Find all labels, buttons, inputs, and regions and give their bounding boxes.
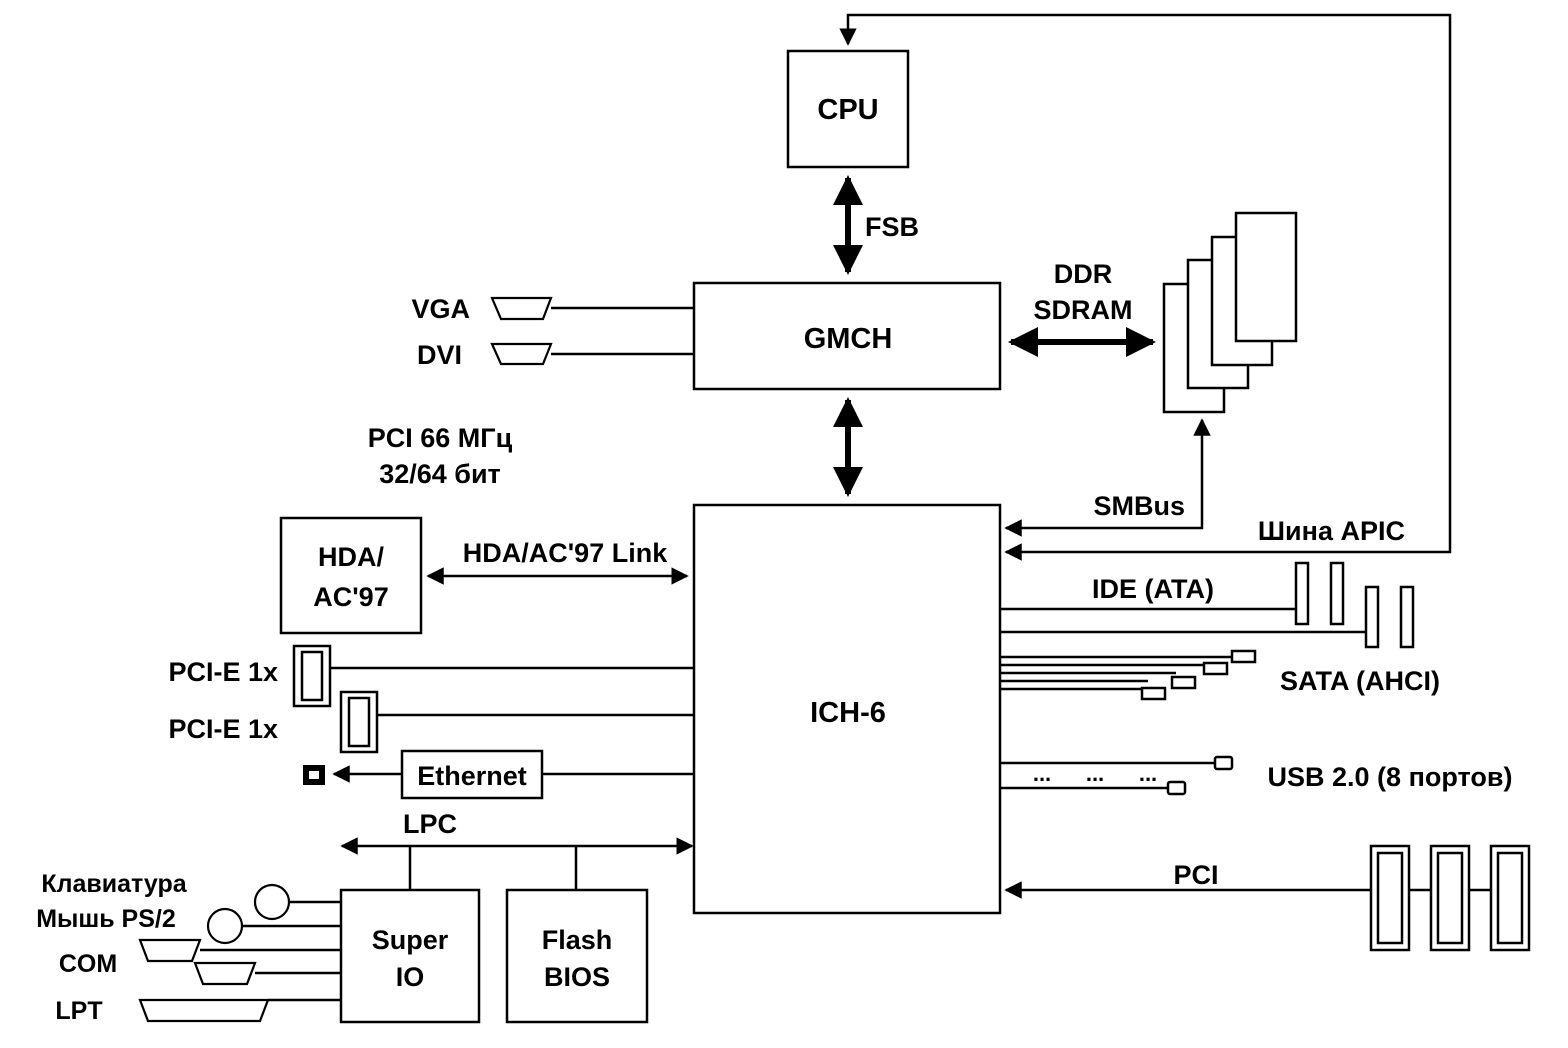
sata-connector — [1140, 686, 1167, 701]
usb-connector — [1213, 755, 1234, 771]
cpu-block: CPU — [786, 49, 910, 169]
usb-ports: ... ... ... USB 2.0 (8 портов) — [1000, 755, 1513, 796]
ethernet-block: Ethernet — [303, 749, 694, 800]
sata-connector — [1170, 675, 1197, 690]
hda-ac97-block: HDA/ AC'97 — [279, 516, 423, 635]
apic-bus: Шина APIC — [839, 13, 1452, 561]
hda-label-line2: AC'97 — [313, 582, 388, 612]
ethernet-label: Ethernet — [417, 761, 527, 791]
sata-connector — [1202, 661, 1229, 676]
fsb-label: FSB — [865, 212, 919, 242]
gmch-block: GMCH — [692, 281, 1002, 391]
vga-connector: VGA — [411, 294, 694, 324]
pcie-slot-2: PCI-E 1x — [168, 690, 694, 754]
ide-label: IDE (ATA) — [1092, 574, 1214, 604]
pcie1-label: PCI-E 1x — [168, 657, 278, 687]
hda-link-label: HDA/AC'97 Link — [463, 538, 668, 568]
ddr-label-line1: DDR — [1054, 259, 1113, 289]
usb-dots: ... — [1033, 761, 1051, 786]
ide-connector — [1294, 561, 1310, 626]
sata-label: SATA (AHCI) — [1280, 666, 1440, 696]
ide-bus: IDE (ATA) — [1000, 561, 1415, 649]
ps2-mouse-port: Мышь PS/2 — [36, 905, 341, 945]
keyboard-label: Клавиатура — [41, 870, 187, 898]
usb-connector — [1166, 780, 1187, 796]
pci-label: PCI — [1173, 860, 1218, 890]
vga-label: VGA — [411, 294, 470, 324]
gmch-label: GMCH — [804, 323, 893, 355]
pci66-label-line1: PCI 66 МГц — [368, 423, 513, 453]
rj45-port-inner — [309, 771, 319, 779]
hda-link: HDA/AC'97 Link — [426, 538, 689, 585]
smbus-label: SMBus — [1093, 491, 1185, 521]
flash-label-line1: Flash — [542, 925, 613, 955]
pci66-label-line2: 32/64 бит — [379, 459, 501, 489]
com-port: COM — [59, 938, 341, 986]
usb-label: USB 2.0 (8 портов) — [1268, 762, 1513, 792]
lpc-label: LPC — [403, 809, 457, 839]
smbus: SMBus — [1004, 418, 1211, 537]
pcie-slot-1: PCI-E 1x — [168, 644, 694, 708]
ps2-mouse-icon — [206, 907, 244, 945]
cpu-label: CPU — [817, 94, 878, 126]
ich6-label: ICH-6 — [810, 697, 886, 729]
com-connector-icon — [193, 961, 257, 986]
pcie2-label: PCI-E 1x — [168, 714, 278, 744]
memory-module — [1234, 211, 1298, 343]
com-connector-icon — [138, 938, 202, 963]
superio-label-line1: Super — [372, 925, 449, 955]
sata-ports: SATA (AHCI) — [1000, 649, 1440, 701]
lpt-label: LPT — [55, 997, 102, 1025]
super-io-block: Super IO — [339, 888, 481, 1024]
lpt-connector-icon — [138, 998, 270, 1023]
hda-label-line1: HDA/ — [318, 542, 384, 572]
fsb-bus: FSB — [833, 175, 919, 275]
mouse-label: Мышь PS/2 — [36, 905, 176, 933]
usb-dots: ... — [1139, 761, 1157, 786]
usb-dots: ... — [1086, 761, 1104, 786]
dvi-label: DVI — [417, 340, 462, 370]
ddr-label-line2: SDRAM — [1034, 295, 1133, 325]
ps2-keyboard-port: Клавиатура — [41, 870, 341, 921]
ddr-sdram: DDR SDRAM — [1008, 211, 1298, 414]
com-label: COM — [59, 950, 117, 978]
lpc-bus: LPC — [340, 809, 694, 890]
dvi-connector: DVI — [417, 340, 694, 370]
sata-connector — [1230, 649, 1257, 664]
ide-connector — [1364, 585, 1380, 649]
lpt-port: LPT — [55, 997, 341, 1025]
pci-bus: PCI — [1004, 844, 1531, 952]
flash-bios-block: Flash BIOS — [505, 888, 649, 1024]
ps2-keyboard-icon — [253, 883, 291, 921]
apic-label: Шина APIC — [1258, 516, 1405, 546]
flash-label-line2: BIOS — [544, 962, 610, 992]
ide-connector — [1329, 561, 1345, 626]
ide-connector — [1399, 585, 1415, 649]
ich6-block: ICH-6 — [692, 503, 1002, 915]
superio-label-line2: IO — [396, 962, 425, 992]
pci66-bus: PCI 66 МГц 32/64 бит — [368, 397, 863, 497]
